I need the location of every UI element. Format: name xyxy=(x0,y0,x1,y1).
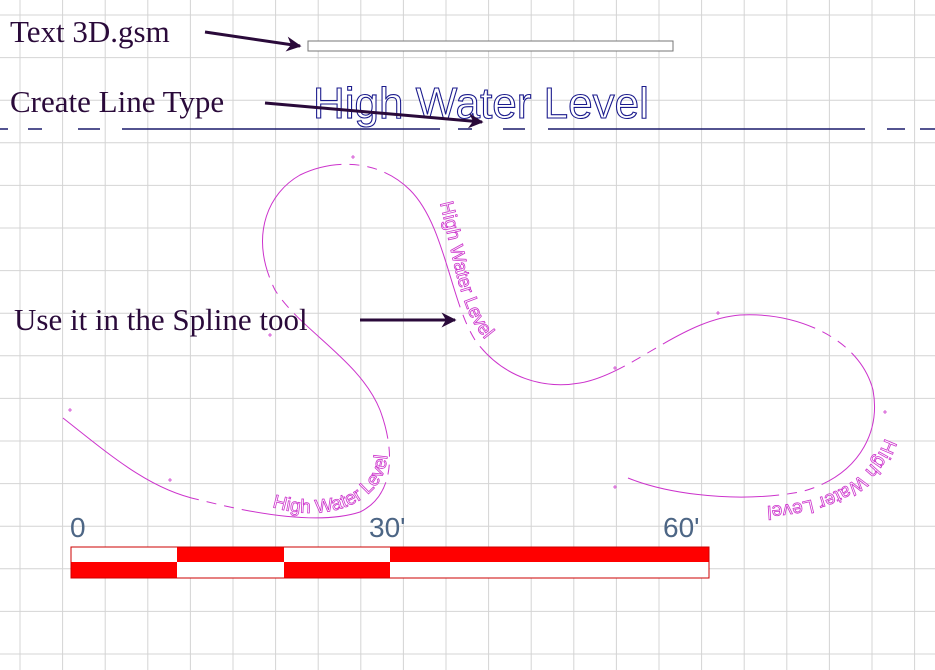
arrow-icon xyxy=(264,101,484,129)
control-point-icon[interactable] xyxy=(268,333,272,337)
control-point-icon[interactable] xyxy=(613,485,617,489)
spline-control-points xyxy=(68,155,887,489)
spline-label: High Water Level xyxy=(271,454,393,518)
control-point-icon[interactable] xyxy=(613,366,617,370)
annotation-create-line-type: Create Line Type xyxy=(10,84,224,119)
scale-label-0: 0 xyxy=(70,512,86,543)
control-point-icon[interactable] xyxy=(68,408,72,412)
annotation-text3d: Text 3D.gsm xyxy=(10,14,170,49)
scale-label-60: 60' xyxy=(663,512,700,543)
control-point-icon[interactable] xyxy=(716,311,720,315)
scale-bar[interactable] xyxy=(70,546,710,579)
scale-label-30: 30' xyxy=(369,512,406,543)
control-point-icon[interactable] xyxy=(168,478,172,482)
control-point-icon[interactable] xyxy=(351,155,355,159)
arrow-icon xyxy=(204,30,302,52)
annotation-use-spline: Use it in the Spline tool xyxy=(14,302,308,337)
text3d-object[interactable] xyxy=(307,40,674,52)
spline-line[interactable] xyxy=(62,163,875,519)
control-point-icon[interactable] xyxy=(883,410,887,414)
